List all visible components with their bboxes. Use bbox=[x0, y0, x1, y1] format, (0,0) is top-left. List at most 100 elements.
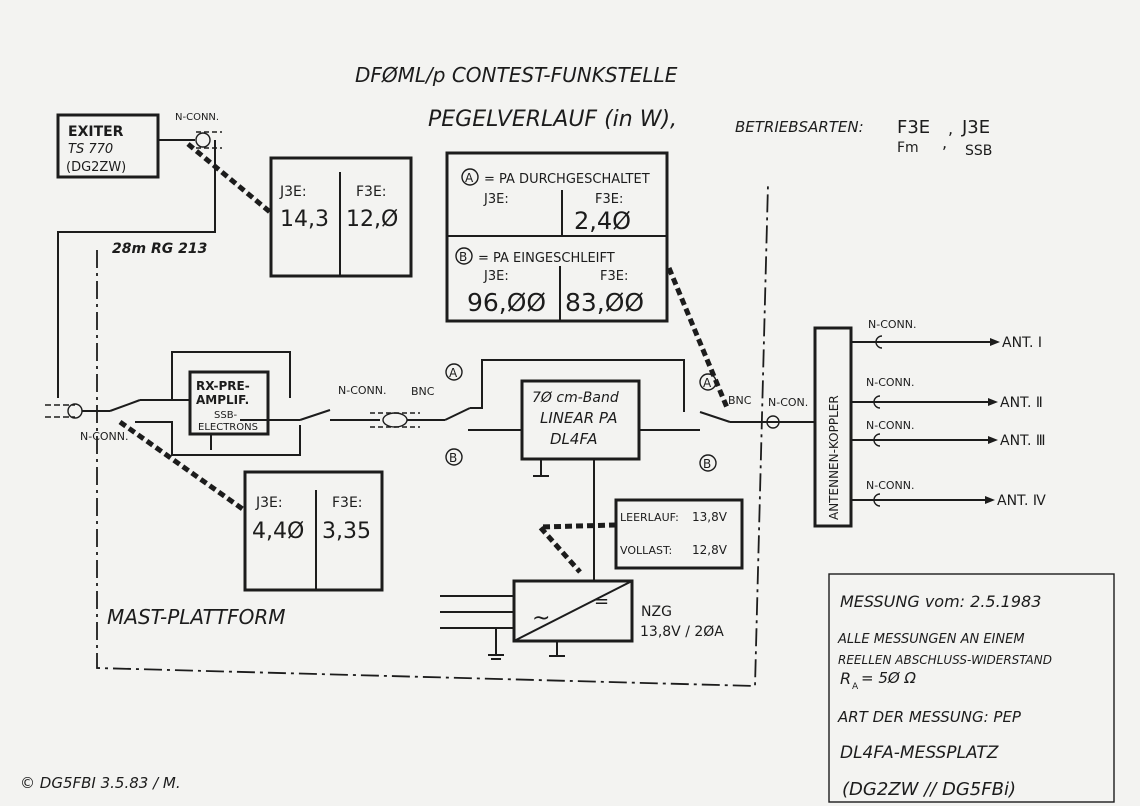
notes-date: MESSUNG vom: 2.5.1983 bbox=[840, 592, 1041, 611]
comma-1: , bbox=[942, 133, 947, 152]
mode1-top: F3E bbox=[897, 117, 930, 138]
rx-line4: ELECTRONS bbox=[198, 422, 258, 433]
exciter-line2: TS 770 bbox=[68, 142, 113, 157]
notes-station: DL4FA-MESSPLATZ bbox=[840, 743, 999, 763]
notes-type: ART DER MESSUNG: PEP bbox=[837, 708, 1022, 726]
switch-right-a-marker: A bbox=[703, 376, 712, 390]
bnc-left-label: BNC bbox=[411, 385, 435, 398]
antenna-4: N-CONN. ANT. Ⅳ bbox=[851, 479, 1046, 509]
switch-pa-right bbox=[699, 411, 731, 423]
ant3-conn: N-CONN. bbox=[866, 419, 915, 432]
pa-line3: DL4FA bbox=[550, 430, 597, 448]
ant4-conn: N-CONN. bbox=[866, 479, 915, 492]
idle-value: 13,8V bbox=[692, 510, 728, 524]
pa-b-f3e-label: F3E: bbox=[600, 269, 628, 284]
antenna-2: N-CONN. ANT. Ⅱ bbox=[851, 376, 1043, 411]
mode1-bottom: Fm bbox=[897, 140, 919, 156]
ant1-conn: N-CONN. bbox=[868, 318, 917, 331]
exciter-f3e-label: F3E: bbox=[356, 184, 387, 200]
mast-f3e-label: F3E: bbox=[332, 495, 363, 511]
exciter-j3e-value: 14,3 bbox=[280, 207, 329, 232]
exciter-line3: (DG2ZW) bbox=[66, 160, 126, 175]
switch-left-a-marker: A bbox=[449, 366, 458, 380]
mast-j3e-value: 4,4Ø bbox=[252, 519, 304, 544]
bnc-right-label: BNC bbox=[728, 394, 752, 407]
load-label: VOLLAST: bbox=[620, 544, 672, 557]
ant1-label: ANT. Ⅰ bbox=[1002, 335, 1042, 351]
title-line2: PEGELVERLAUF (in W), bbox=[428, 107, 677, 132]
coax-cable-line bbox=[57, 140, 216, 398]
antenna-coupler-box bbox=[813, 326, 853, 528]
antenna-3: N-CONN. ANT. Ⅲ bbox=[851, 419, 1046, 449]
linear-pa-box bbox=[520, 379, 641, 461]
exciter-line1: EXITER bbox=[68, 124, 124, 140]
marker-b-text: B bbox=[459, 250, 467, 264]
pa-a-label: = PA DURCHGESCHALTET bbox=[484, 172, 650, 187]
notes-ra: R bbox=[840, 669, 851, 688]
rx-line1: RX-PRE- bbox=[196, 379, 250, 393]
comma-2: , bbox=[948, 119, 953, 138]
mode2-top: J3E bbox=[961, 117, 990, 138]
psu-line2: 13,8V / 2ØA bbox=[640, 624, 724, 640]
notes-calls: (DG2ZW // DG5FBi) bbox=[842, 779, 1016, 800]
pa-b-f3e-value: 83,ØØ bbox=[565, 288, 644, 317]
exciter-n-connector bbox=[195, 132, 211, 148]
pa-line2: LINEAR PA bbox=[540, 409, 618, 427]
pa-b-j3e-value: 96,ØØ bbox=[467, 288, 546, 317]
mast-f3e-value: 3,35 bbox=[322, 519, 371, 544]
pa-b-label: = PA EINGESCHLEIFT bbox=[478, 251, 615, 266]
mode2-bottom: SSB bbox=[965, 143, 992, 159]
switch-pa-left bbox=[444, 407, 471, 421]
left-conn-label: N-CONN. bbox=[80, 430, 129, 443]
exciter-pointer bbox=[186, 142, 272, 214]
mast-j3e-label: J3E: bbox=[255, 495, 283, 511]
modes-label: BETRIEBSARTEN: bbox=[735, 118, 864, 136]
pa-pointer bbox=[666, 267, 731, 411]
mast-label: MAST-PLATTFORM bbox=[107, 605, 285, 629]
pa-line1: 7Ø cm-Band bbox=[532, 390, 619, 406]
marker-b-circle bbox=[455, 247, 473, 265]
mast-platform-border bbox=[96, 183, 769, 687]
exciter-box bbox=[56, 113, 160, 179]
mast-pointer bbox=[118, 419, 246, 513]
switch-right-b-marker: B bbox=[703, 457, 711, 471]
pa-a-f3e-label: F3E: bbox=[595, 192, 623, 207]
notes-line2: REELLEN ABSCHLUSS-WIDERSTAND bbox=[838, 653, 1052, 667]
psu-ac-symbol: ~ bbox=[532, 606, 550, 631]
copyright: © DG5FBI 3.5.83 / M. bbox=[20, 774, 181, 792]
ant2-conn: N-CONN. bbox=[866, 376, 915, 389]
coupler-label: ANTENNEN-KOPPLER bbox=[827, 395, 841, 520]
marker-a-text: A bbox=[465, 171, 474, 185]
mid-conn-label: N-CONN. bbox=[338, 384, 387, 397]
switch-left-b-marker: B bbox=[449, 451, 457, 465]
idle-label: LEERLAUF: bbox=[620, 511, 679, 524]
switch-mid bbox=[299, 409, 331, 421]
marker-a-circle bbox=[461, 168, 479, 186]
rx-line2: AMPLIF. bbox=[196, 393, 249, 407]
notes-box bbox=[828, 573, 1115, 803]
mast-measure-box bbox=[243, 470, 384, 592]
title-line1: DFØML/p CONTEST-FUNKSTELLE bbox=[355, 63, 678, 87]
psu-dc-symbol: = bbox=[594, 591, 609, 612]
mid-n-connector bbox=[382, 412, 408, 428]
pa-a-f3e-value: 2,4Ø bbox=[574, 207, 631, 235]
load-value: 12,8V bbox=[692, 543, 728, 557]
rx-line3: SSB- bbox=[214, 410, 238, 421]
exciter-conn-label: N-CONN. bbox=[175, 112, 219, 123]
voltage-box bbox=[614, 498, 744, 570]
antenna-1: N-CONN. ANT. Ⅰ bbox=[851, 318, 1042, 351]
ant3-label: ANT. Ⅲ bbox=[1000, 433, 1046, 449]
notes-ra-sub: A bbox=[852, 682, 859, 692]
switch-left bbox=[109, 399, 141, 412]
rx-preamp-box bbox=[188, 370, 270, 436]
notes-line1: ALLE MESSUNGEN AN EINEM bbox=[837, 632, 1025, 647]
pa-a-j3e-label: J3E: bbox=[483, 192, 509, 207]
psu-line1: NZG bbox=[641, 604, 672, 620]
right-conn-label: N-CON. bbox=[768, 396, 808, 409]
pa-b-j3e-label: J3E: bbox=[483, 269, 509, 284]
notes-ra-value: = 5Ø Ω bbox=[861, 669, 916, 687]
left-n-connector bbox=[67, 403, 83, 419]
cable-label: 28m RG 213 bbox=[112, 241, 207, 257]
exciter-j3e-label: J3E: bbox=[279, 184, 307, 200]
